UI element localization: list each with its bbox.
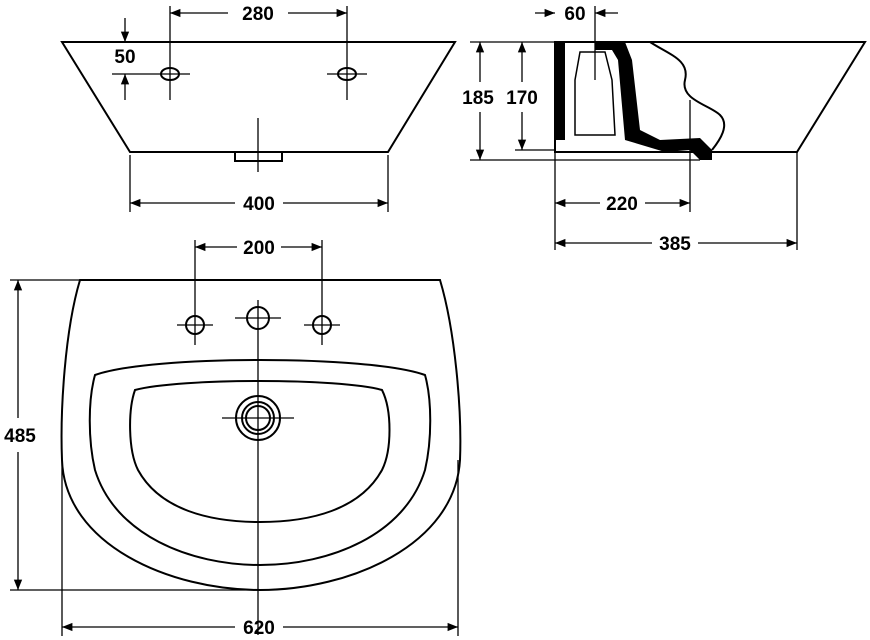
dim-50: 50 xyxy=(114,47,135,68)
plan-outline xyxy=(60,279,462,592)
dim-220: 220 xyxy=(606,194,638,215)
plan-basin-rim xyxy=(88,359,432,567)
dim-60: 60 xyxy=(564,4,585,25)
plan-view: 200 485 620 xyxy=(4,238,462,639)
dim-170: 170 xyxy=(506,88,538,109)
dim-400: 400 xyxy=(243,194,275,215)
side-section-wall xyxy=(555,42,712,160)
dim-280: 280 xyxy=(242,4,274,25)
dim-485: 485 xyxy=(4,426,36,447)
dim-620: 620 xyxy=(243,618,275,639)
front-view: 280 50 400 xyxy=(60,4,457,215)
dim-200: 200 xyxy=(243,238,275,259)
side-profile-curve xyxy=(649,41,726,151)
front-outline xyxy=(60,41,457,153)
side-view: 60 185 170 220 385 xyxy=(462,4,867,255)
dim-185: 185 xyxy=(462,88,494,109)
plan-basin-bowl xyxy=(129,380,391,524)
dim-385: 385 xyxy=(659,234,691,255)
